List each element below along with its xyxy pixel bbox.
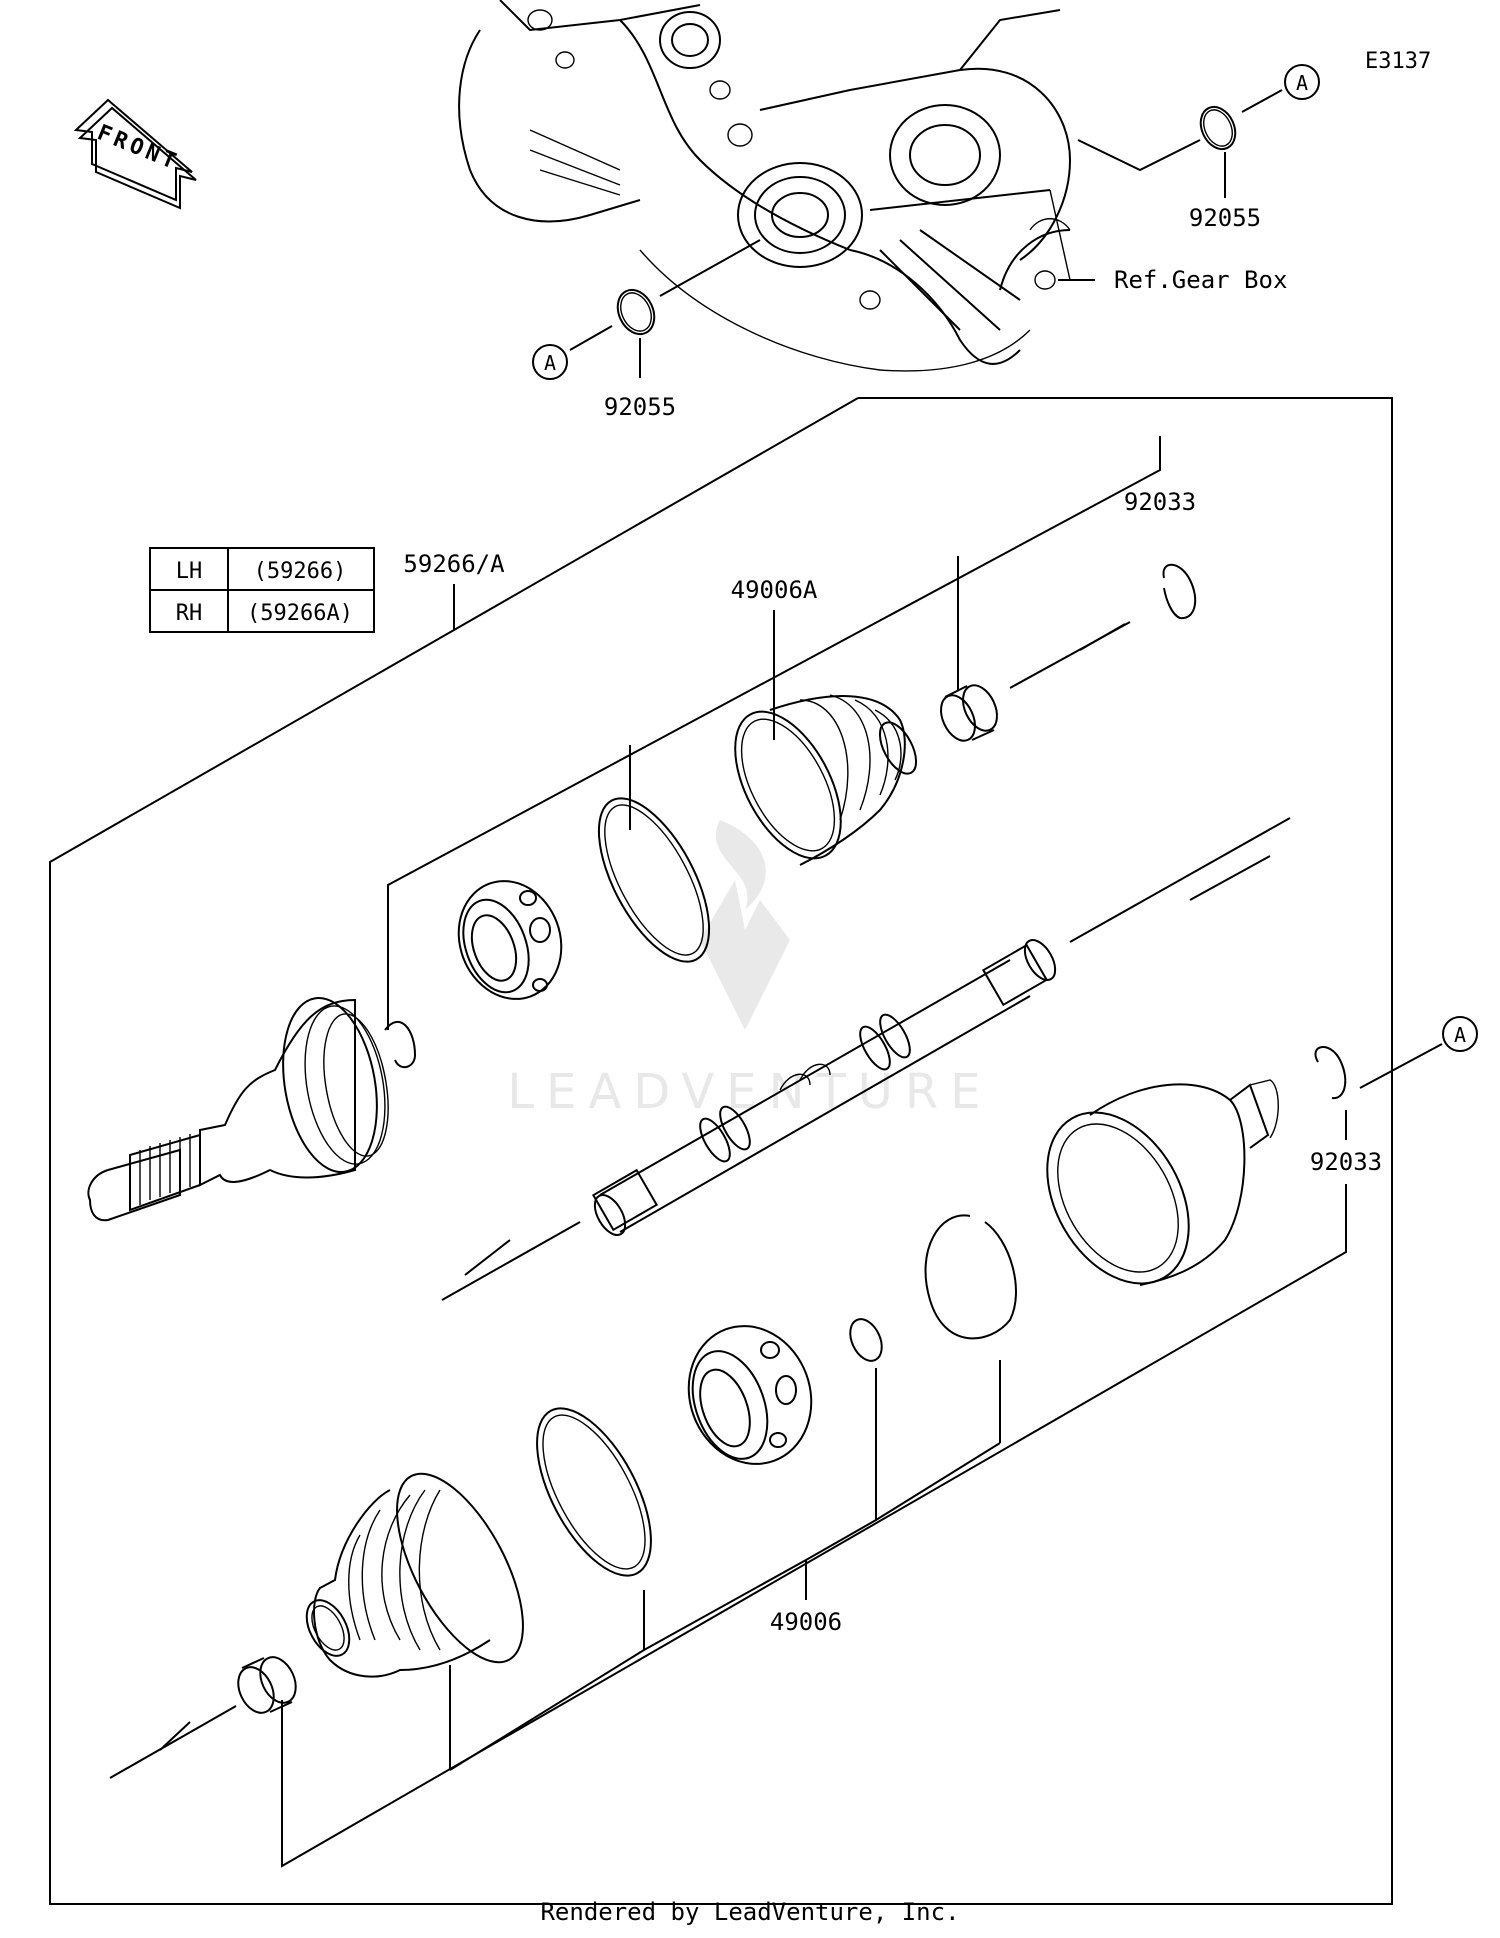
front-label: FRONT <box>94 120 183 175</box>
variant-table <box>149 547 375 633</box>
variant-row-rh-part: (59266A) <box>247 601 353 626</box>
boot-upper <box>734 694 918 866</box>
callout-a-right <box>1442 1016 1478 1052</box>
footer-credit: Rendered by LeadVenture, Inc. <box>540 1898 960 1926</box>
circlip-upper <box>1162 563 1197 620</box>
o-ring-right <box>1199 105 1237 151</box>
part-number-92033-lower: 92033 <box>1310 1148 1382 1176</box>
variant-row-lh-part: (59266) <box>254 559 347 584</box>
drive-shaft <box>591 939 1057 1236</box>
variant-row-rh-side: RH <box>176 601 203 626</box>
watermark-text: LEADVENTURE <box>507 1064 992 1120</box>
boot-lower <box>305 1472 524 1678</box>
collar-upper <box>940 684 998 742</box>
collar-lower <box>237 1656 297 1714</box>
o-ring-left <box>616 288 656 336</box>
part-number-92055-right: 92055 <box>1189 204 1261 232</box>
snap-ring-lower <box>924 1214 1017 1340</box>
o-ring-lower <box>849 1318 883 1362</box>
callout-a-left <box>532 344 568 380</box>
part-number-59266a: 59266/A <box>403 550 505 578</box>
inner-race-upper <box>457 880 563 1000</box>
part-number-92055-left: 92055 <box>604 393 676 421</box>
part-number-92033-upper: 92033 <box>1124 488 1196 516</box>
part-number-49006a: 49006A <box>731 576 818 604</box>
circlip-lower <box>1314 1046 1347 1100</box>
clamp-band-upper <box>597 797 711 963</box>
inner-cv-joint-housing <box>1046 1079 1279 1286</box>
callout-a-left-label: A <box>544 351 556 375</box>
callout-a-top <box>1284 64 1320 100</box>
part-number-49006: 49006 <box>770 1608 842 1636</box>
assembly-frame <box>49 397 1393 1905</box>
front-arrow-icon <box>73 98 197 210</box>
circlip-upper-outer <box>384 1021 417 1069</box>
ref-gear-box-label: Ref.Gear Box <box>1114 266 1287 294</box>
gear-box-housing <box>458 0 1072 372</box>
watermark-logo <box>700 820 790 1030</box>
clamp-band-lower <box>536 1407 652 1577</box>
outer-cv-joint <box>87 996 389 1222</box>
inner-race-lower <box>687 1325 813 1465</box>
diagram-code: E3137 <box>1365 49 1431 74</box>
callout-a-right-label: A <box>1454 1023 1466 1047</box>
callout-a-top-label: A <box>1296 71 1308 95</box>
variant-row-lh-side: LH <box>176 559 203 584</box>
